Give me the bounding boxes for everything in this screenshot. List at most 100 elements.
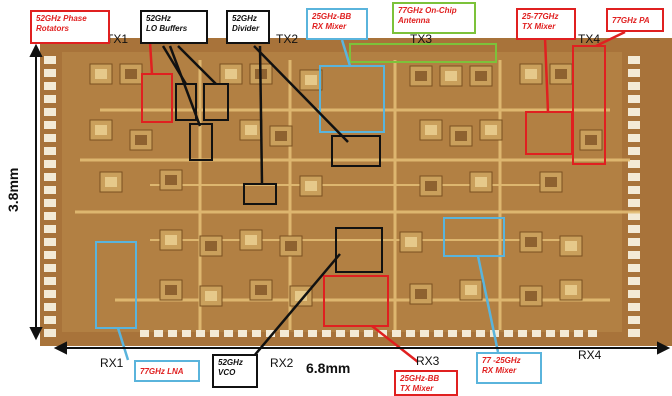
bond-pad	[44, 251, 56, 259]
callout-rx-mixer-bb: 25GHz-BB RX Mixer	[306, 8, 368, 40]
bond-pad	[476, 330, 485, 337]
circuit-block-core	[485, 125, 497, 135]
circuit-block-core	[405, 237, 417, 247]
bond-pad	[462, 330, 471, 337]
bond-pad	[44, 108, 56, 116]
circuit-block-core	[465, 285, 477, 295]
bond-pad	[44, 173, 56, 181]
circuit-block-core	[245, 235, 257, 245]
bond-pad	[628, 277, 640, 285]
bond-pad	[168, 330, 177, 337]
bond-pad	[44, 238, 56, 246]
bond-pad	[560, 330, 569, 337]
bond-pad	[224, 330, 233, 337]
circuit-blocks	[89, 63, 603, 307]
bond-pad	[280, 330, 289, 337]
bond-pad	[628, 69, 640, 77]
bond-pad	[44, 277, 56, 285]
bond-pad	[44, 290, 56, 298]
circuit-block-core	[545, 177, 557, 187]
bond-pad	[266, 330, 275, 337]
die-width-label: 6.8mm	[306, 360, 351, 376]
callout-divider: 52GHz Divider	[226, 10, 270, 44]
rx-mixer-77-25-box	[443, 217, 505, 257]
bond-pad	[628, 121, 640, 129]
callout-lna-line1: 77GHz LNA	[140, 367, 184, 376]
circuit-block-core	[305, 181, 317, 191]
bond-pad	[628, 134, 640, 142]
bond-pad	[628, 95, 640, 103]
circuit-block-core	[445, 71, 457, 81]
callout-divider-line1: 52GHz	[232, 14, 257, 23]
tx-mixer-bb-box	[323, 275, 389, 327]
port-label-rx1: RX1	[100, 356, 124, 370]
circuit-block-core	[425, 125, 437, 135]
bond-pad	[628, 56, 640, 64]
circuit-block-core	[415, 289, 427, 299]
bond-pad	[140, 330, 149, 337]
circuit-block-core	[475, 71, 487, 81]
bond-pad	[628, 82, 640, 90]
circuit-block-core	[475, 177, 487, 187]
circuit-block-core	[555, 69, 567, 79]
callout-phase-rotators: 52GHz Phase Rotators	[30, 10, 110, 44]
lna-box	[95, 241, 137, 329]
circuit-block-core	[285, 241, 297, 251]
bond-pad	[350, 330, 359, 337]
callout-pa: 77GHz PA	[606, 8, 664, 32]
callout-tx-mixer-bb: 25GHz-BB TX Mixer	[394, 370, 458, 396]
circuit-block-core	[205, 291, 217, 301]
bond-pad	[628, 316, 640, 324]
bond-pad	[406, 330, 415, 337]
bond-pad	[628, 225, 640, 233]
bond-pads-left	[44, 56, 56, 337]
circuit-block-core	[245, 125, 257, 135]
vco-box	[335, 227, 383, 273]
bond-pad	[628, 303, 640, 311]
bond-pad	[44, 186, 56, 194]
callout-lna: 77GHz LNA	[134, 360, 200, 382]
bond-pad	[420, 330, 429, 337]
bond-pad	[628, 212, 640, 220]
bond-pad	[44, 82, 56, 90]
callout-lo-buffers-line2: LO Buffers	[146, 24, 188, 33]
circuit-block-core	[95, 69, 107, 79]
circuit-block-core	[255, 285, 267, 295]
circuit-block-core	[125, 69, 137, 79]
die-inner-region	[62, 52, 622, 332]
circuit-block-core	[165, 285, 177, 295]
callout-tx-mixer-bb-line1: 25GHz-BB	[400, 374, 440, 383]
bond-pad	[588, 330, 597, 337]
circuit-block-core	[425, 181, 437, 191]
circuit-block-core	[105, 177, 117, 187]
callout-tx-mixer-25-77-line1: 25-77GHz	[522, 12, 559, 21]
pa-box	[572, 45, 606, 165]
bond-pad	[628, 173, 640, 181]
bond-pad	[44, 134, 56, 142]
dimension-arrows	[29, 43, 671, 355]
callout-tx-mixer-bb-line2: TX Mixer	[400, 384, 434, 393]
callout-phase-rotators-line2: Rotators	[36, 24, 69, 33]
bond-pad	[448, 330, 457, 337]
callout-divider-line2: Divider	[232, 24, 260, 33]
circuit-block-core	[525, 291, 537, 301]
port-label-rx3: RX3	[416, 354, 440, 368]
bond-pad	[44, 303, 56, 311]
bond-pad	[434, 330, 443, 337]
bond-pad	[628, 108, 640, 116]
bond-pad	[628, 199, 640, 207]
divider-box	[243, 183, 277, 205]
bond-pad	[574, 330, 583, 337]
circuit-block-core	[455, 131, 467, 141]
bond-pad	[392, 330, 401, 337]
circuit-block-core	[95, 125, 107, 135]
bond-pad	[322, 330, 331, 337]
bond-pad	[44, 147, 56, 155]
leader-lines	[116, 30, 626, 363]
port-label-tx2: TX2	[276, 32, 299, 46]
bond-pad	[44, 199, 56, 207]
bond-pads-right	[628, 56, 640, 337]
circuit-block-core	[165, 235, 177, 245]
bond-pad	[504, 330, 513, 337]
callout-rx-mixer-77-25: 77 -25GHz RX Mixer	[476, 352, 542, 384]
